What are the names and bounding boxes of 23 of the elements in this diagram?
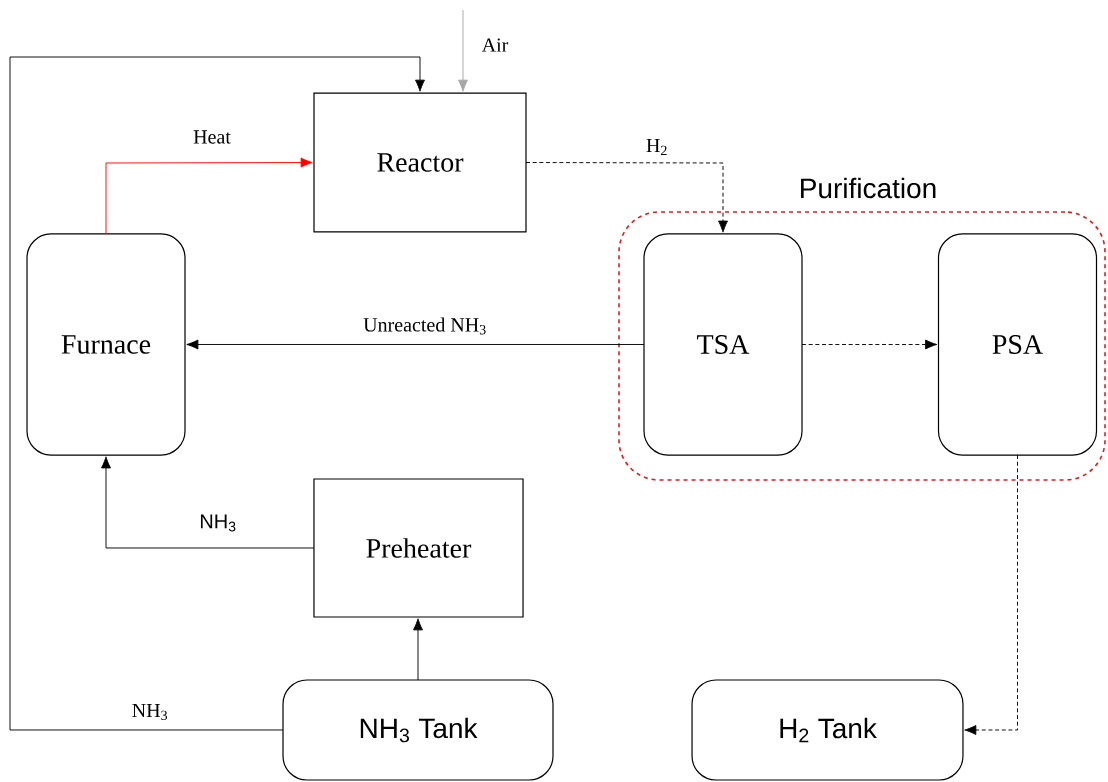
arrow	[101, 456, 315, 549]
edge-label: NH$_{3}$	[129, 701, 171, 723]
arrow	[186, 339, 645, 350]
arrow	[801, 339, 938, 350]
arrow	[413, 618, 423, 681]
edge-label: H$_{2}$	[643, 137, 671, 157]
tank-box: NH$_{3}$ Tank	[282, 679, 554, 781]
edge-label: Unreacted NH$_{3}$	[361, 315, 489, 337]
tsa-box: TSA	[643, 233, 803, 456]
reactor-box: Reactor	[313, 92, 527, 233]
edge-label: Air	[479, 36, 511, 54]
edge-label: NH$_{3}$	[197, 512, 239, 534]
furnace-box: Furnace	[26, 233, 186, 456]
tank-box: H$_{2}$ Tank	[691, 679, 964, 781]
edge-label: Heat	[191, 128, 233, 146]
arrow	[105, 157, 313, 235]
arrow	[9, 56, 425, 731]
node-label: Purification	[801, 177, 936, 199]
arrow	[964, 454, 1018, 735]
arrow	[458, 9, 468, 92]
preheater-box: Preheater	[313, 478, 524, 618]
psa-box: PSA	[937, 233, 1098, 456]
arrow	[525, 162, 728, 233]
